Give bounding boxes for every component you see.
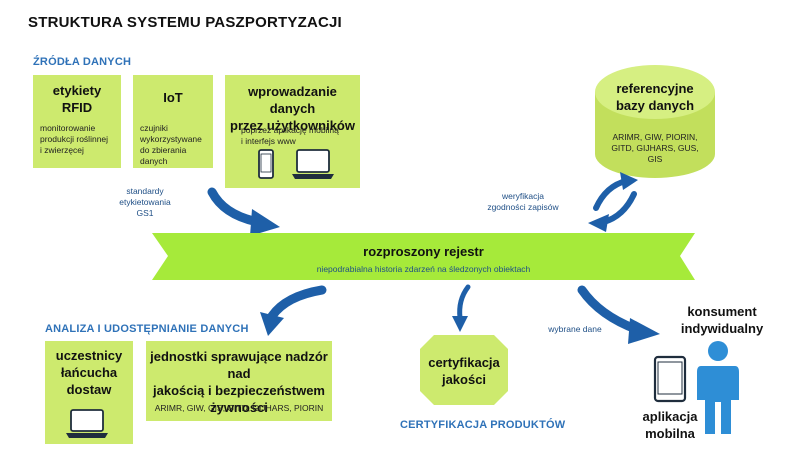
laptop-icon xyxy=(66,409,108,438)
analysis-heading: ANALIZA I UDOSTĘPNIANIE DANYCH xyxy=(45,323,249,335)
verification-label: weryfikacja zgodności zapisów xyxy=(487,191,559,212)
arrow-registry-to-certification xyxy=(457,284,471,321)
reference-database-cylinder xyxy=(595,65,715,178)
iot-title: IoT xyxy=(163,90,183,105)
person-icon xyxy=(697,341,739,434)
reference-db-list: ARIMR, GIW, PIORIN, GITD, GIJHARS, GUS, … xyxy=(611,132,699,164)
supply-chain-title: uczestnicy łańcucha dostaw xyxy=(55,348,123,397)
certification-octagon xyxy=(420,335,508,405)
mobile-phone-icon xyxy=(653,355,687,403)
page-title: STRUKTURA SYSTEMU PASZPORTYZACJI xyxy=(28,14,342,31)
mobile-app-label: aplikacja mobilna xyxy=(642,409,698,441)
gs1-label: standardy etykietowania GS1 xyxy=(119,186,171,218)
user-input-box: wprowadzanie danych przez użytkowników p… xyxy=(225,75,360,188)
mobile-phone-icon xyxy=(258,149,274,179)
certification-box-label: certyfikacja jakości xyxy=(428,355,500,387)
arrow-registry-to-analysis xyxy=(267,285,327,321)
certification-heading: CERTYFIKACJA PRODUKTÓW xyxy=(400,419,566,431)
selected-data-label: wybrane dane xyxy=(548,324,602,334)
consumer-title: konsument indywidualny xyxy=(680,304,764,336)
iot-box: IoT czujniki wykorzystywane do zbierania… xyxy=(133,75,213,168)
laptop-icon xyxy=(292,149,334,179)
user-input-title: wprowadzanie danych przez użytkowników xyxy=(230,84,355,133)
rfid-title: etykiety RFID xyxy=(52,83,102,115)
sources-heading: ŹRÓDŁA DANYCH xyxy=(33,56,132,68)
rfid-box: etykiety RFID monitorowanie produkcji ro… xyxy=(33,75,121,168)
supervision-box: jednostki sprawujące nadzór nad jakością… xyxy=(146,341,332,421)
supervision-list: ARIMR, GIW, GIS, GITD, GIJHARS, PIORIN xyxy=(154,403,324,413)
iot-desc: czujniki wykorzystywane do zbierania dan… xyxy=(140,123,202,166)
supervision-title: jednostki sprawujące nadzór nad jakością… xyxy=(150,349,328,415)
rfid-desc: monitorowanie produkcji roślinnej i zwie… xyxy=(40,123,109,155)
user-input-desc: poprzez aplikację mobilną i interfejs ww… xyxy=(241,125,339,146)
reference-db-title: referencyjne bazy danych xyxy=(615,81,695,113)
registry-subtitle: niepodrabialna historia zdarzeń na śledz… xyxy=(316,264,531,274)
registry-title: rozproszony rejestr xyxy=(363,244,484,259)
supply-chain-box: uczestnicy łańcucha dostaw xyxy=(45,341,133,444)
